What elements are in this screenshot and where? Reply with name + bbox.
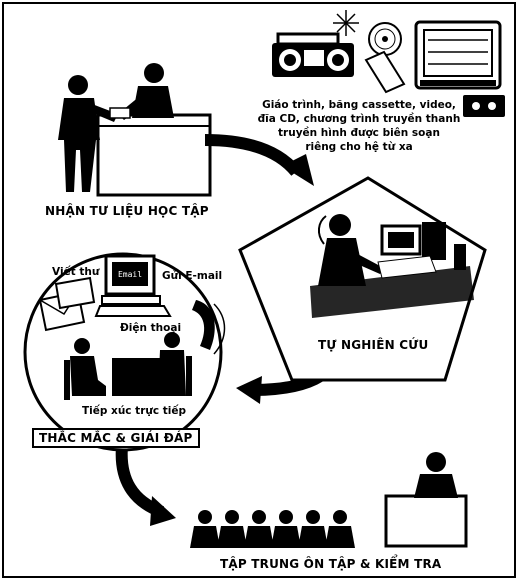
- step-qa: THẮC MẮC & GIẢI ĐÁP: [32, 428, 200, 448]
- videotape-icon: [364, 50, 406, 94]
- cd-disc-icon: [368, 22, 402, 56]
- step-review-exam: TẬP TRUNG ÔN TẬP & KIỂM TRA: [220, 557, 442, 571]
- students-row-icon: [190, 510, 355, 548]
- media-caption-line2: đĩa CD, chương trình truyền thanh: [257, 113, 461, 125]
- media-caption: Giáo trình, băng cassette, video, đĩa CD…: [248, 98, 470, 154]
- cassette-player-icon: [272, 32, 354, 77]
- advisor-person-icon: [158, 332, 192, 396]
- media-caption-line3: truyền hình được biên soạn: [278, 127, 440, 139]
- telephone-icon: [192, 300, 226, 355]
- media-caption-line4: riêng cho hệ từ xa: [305, 141, 413, 153]
- handover-document-icon: [109, 107, 131, 119]
- arrow-to-self-study: [204, 134, 314, 186]
- cassette-tape-icon: [463, 95, 505, 117]
- study-desk-icon: [310, 255, 474, 318]
- staff-person-icon: [118, 63, 174, 120]
- media-caption-line1: Giáo trình, băng cassette, video,: [262, 99, 456, 111]
- studying-person-icon: [318, 214, 384, 286]
- qa-channel-email: Gửi E-mail: [162, 270, 223, 282]
- reception-desk: [96, 113, 212, 197]
- arrow-to-review: [115, 445, 176, 526]
- television-icon: [414, 20, 502, 90]
- study-computer-icon: [380, 222, 466, 270]
- sparkle-icon: [333, 10, 359, 36]
- email-computer-icon: [94, 254, 172, 317]
- teacher-person-icon: [414, 452, 458, 498]
- step-receive-materials: NHẬN TƯ LIỆU HỌC TẬP: [45, 204, 209, 218]
- qa-channel-letter: Viết thư: [52, 266, 100, 278]
- step-self-study: TỰ NGHIÊN CỨU: [318, 338, 429, 352]
- envelope-icon: [38, 276, 96, 332]
- teacher-desk: [384, 494, 468, 548]
- qa-channel-face-to-face: Tiếp xúc trực tiếp: [82, 405, 186, 417]
- screen-email-text: Email: [118, 270, 142, 279]
- qa-channel-phone: Điện thoại: [120, 322, 182, 334]
- visitor-person-icon: [64, 338, 106, 400]
